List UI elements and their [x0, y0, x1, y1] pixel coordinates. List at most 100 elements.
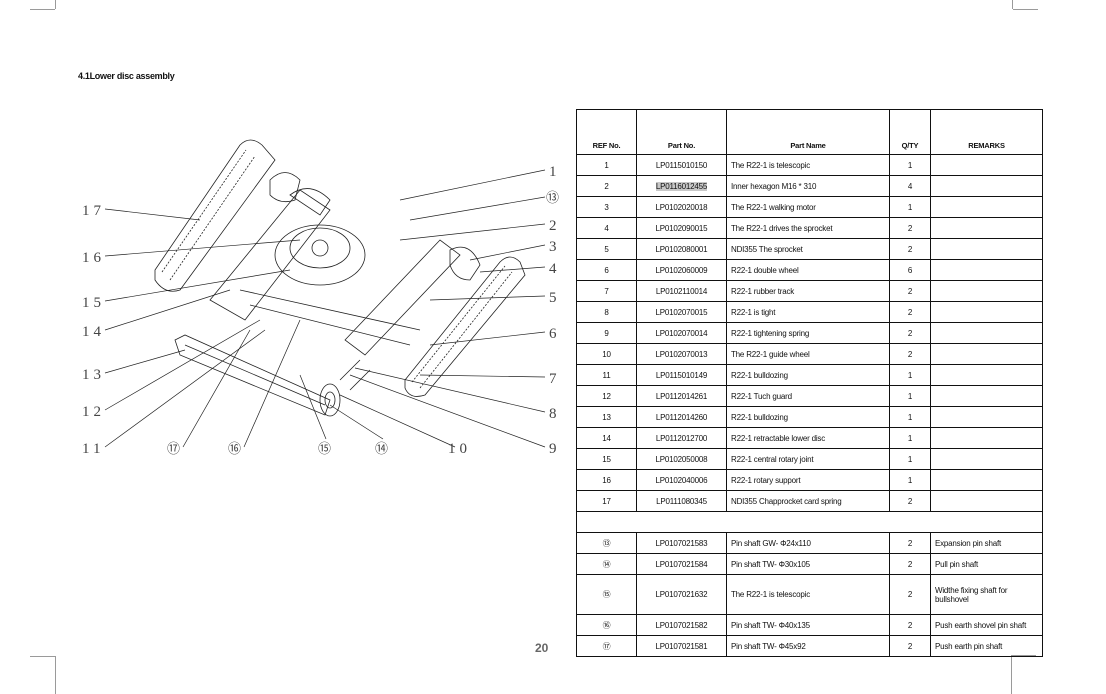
remarks-cell — [930, 154, 1043, 176]
qty-cell: 2 — [889, 301, 931, 323]
part-no-cell: LP0107021583 — [636, 532, 727, 554]
part-no-cell: LP0112014261 — [636, 385, 727, 407]
header-part-name: Part Name — [726, 109, 890, 155]
qty-cell: 2 — [889, 280, 931, 302]
part-name-cell: R22-1 double wheel — [726, 259, 890, 281]
right-track — [404, 256, 526, 397]
qty-cell: 2 — [889, 614, 931, 636]
qty-cell: 1 — [889, 406, 931, 428]
callout-label: 6 — [549, 326, 557, 342]
qty-cell: 2 — [889, 217, 931, 239]
parts-table: REF No. Part No. Part Name Q/TY REMARKS … — [576, 109, 1043, 657]
part-name-cell: NDI355 The sprocket — [726, 238, 890, 260]
remarks-cell — [930, 217, 1043, 239]
ref-cell: 17 — [576, 490, 637, 512]
part-name-cell: R22-1 bulldozing — [726, 364, 890, 386]
part-name-cell: Pin shaft TW- Φ45x92 — [726, 635, 890, 657]
part-no-cell: LP0111080345 — [636, 490, 727, 512]
callout-label: 13 — [82, 367, 105, 383]
remarks-cell — [930, 301, 1043, 323]
remarks-cell — [930, 364, 1043, 386]
ref-cell: 9 — [576, 322, 637, 344]
remarks-cell: Push earth pin shaft — [930, 635, 1043, 657]
part-name-cell: Pin shaft GW- Φ24x110 — [726, 532, 890, 554]
guide-wheel — [319, 359, 371, 417]
remarks-cell — [930, 238, 1043, 260]
remarks-cell: Push earth shovel pin shaft — [930, 614, 1043, 636]
callout-label: 2 — [549, 218, 557, 234]
part-no-cell: LP0116012455 — [636, 175, 727, 197]
qty-cell: 1 — [889, 154, 931, 176]
callout-label: 14 — [82, 324, 105, 340]
part-name-cell: The R22-1 is telescopic — [726, 574, 890, 615]
ref-cell: 10 — [576, 343, 637, 365]
part-no-cell: LP0102080001 — [636, 238, 727, 260]
callout-label: 4 — [549, 261, 557, 277]
leader-lines — [104, 169, 546, 448]
part-name-cell: The R22-1 is telescopic — [726, 154, 890, 176]
ref-cell: 5 — [576, 238, 637, 260]
qty-cell: 2 — [889, 238, 931, 260]
qty-cell: 1 — [889, 364, 931, 386]
qty-cell: 2 — [889, 532, 931, 554]
table-header-row: REF No. Part No. Part Name Q/TY REMARKS — [576, 109, 1043, 155]
remarks-cell — [930, 259, 1043, 281]
part-no-cell: LP0115010150 — [636, 154, 727, 176]
remarks-cell: Expansion pin shaft — [930, 532, 1043, 554]
callout-label: ⑯ — [228, 441, 241, 456]
part-no-cell: LP0102040006 — [636, 469, 727, 491]
qty-cell: 1 — [889, 427, 931, 449]
part-no-cell: LP0102070014 — [636, 322, 727, 344]
qty-cell: 2 — [889, 635, 931, 657]
part-name-cell: R22-1 is tight — [726, 301, 890, 323]
remarks-cell — [930, 448, 1043, 470]
ref-cell: 8 — [576, 301, 637, 323]
remarks-cell — [930, 385, 1043, 407]
qty-cell: 2 — [889, 553, 931, 575]
ref-cell: ⑬ — [576, 532, 637, 554]
ref-cell: ⑮ — [576, 574, 637, 615]
section-title: 4.1Lower disc assembly — [78, 71, 175, 81]
part-no-cell: LP0102070015 — [636, 301, 727, 323]
part-name-cell: R22-1 rotary support — [726, 469, 890, 491]
ref-cell: 1 — [576, 154, 637, 176]
callout-label: 5 — [549, 290, 557, 306]
callout-label: 15 — [82, 295, 105, 311]
part-name-cell: R22-1 rubber track — [726, 280, 890, 302]
part-no-cell: LP0102060009 — [636, 259, 727, 281]
remarks-cell — [930, 406, 1043, 428]
crop-mark — [1013, 9, 1038, 10]
callout-label: 11 — [82, 441, 104, 457]
callout-label: 9 — [549, 441, 557, 457]
ref-cell: 6 — [576, 259, 637, 281]
ref-cell: ⑯ — [576, 614, 637, 636]
qty-cell: 2 — [889, 490, 931, 512]
part-no-cell: LP0102070013 — [636, 343, 727, 365]
part-no-cell: LP0102050008 — [636, 448, 727, 470]
qty-cell: 2 — [889, 574, 931, 615]
ref-cell: ⑰ — [576, 635, 637, 657]
header-qty: Q/TY — [889, 109, 931, 155]
qty-cell: 4 — [889, 175, 931, 197]
callout-label: ⑭ — [375, 441, 388, 456]
qty-cell: 1 — [889, 448, 931, 470]
remarks-cell: Widthe fixing shaft for bullshovel — [930, 574, 1043, 615]
callout-label: 1 — [549, 164, 557, 180]
exploded-assembly-diagram: 1 ⑬ 2 3 4 5 6 7 8 9 17 16 15 14 13 12 11… — [82, 139, 559, 457]
part-name-cell: R22-1 bulldozing — [726, 406, 890, 428]
header-ref: REF No. — [576, 109, 637, 155]
ref-cell: 3 — [576, 196, 637, 218]
blade — [174, 334, 331, 416]
